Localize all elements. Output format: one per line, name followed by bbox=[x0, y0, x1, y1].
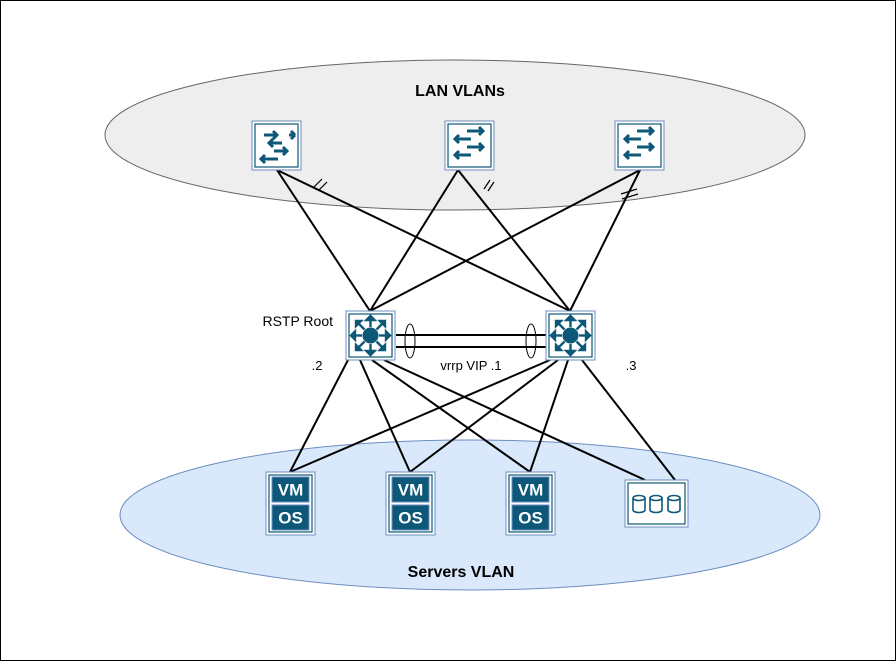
access-switch-3[interactable] bbox=[614, 120, 665, 171]
vrrp-vip-label: vrrp VIP .1 bbox=[440, 358, 501, 373]
core-switch-left[interactable] bbox=[345, 310, 396, 361]
core-switch-right[interactable] bbox=[545, 310, 596, 361]
left-core-ip-label: .2 bbox=[312, 358, 323, 373]
downlinks bbox=[289, 359, 676, 481]
os-label: OS bbox=[278, 509, 303, 528]
core-interlink bbox=[396, 334, 546, 348]
access-switch-1[interactable] bbox=[251, 120, 302, 171]
os-label: OS bbox=[518, 509, 543, 528]
vm-label: VM bbox=[518, 481, 544, 500]
rstp-root-label: RSTP Root bbox=[262, 313, 333, 329]
lan-vlans-label: LAN VLANs bbox=[415, 83, 505, 100]
access-switch-2[interactable] bbox=[444, 120, 495, 171]
os-label: OS bbox=[398, 509, 423, 528]
vm-label: VM bbox=[278, 481, 304, 500]
server-1[interactable]: VM OS bbox=[265, 471, 316, 536]
link-sw1-core-left bbox=[276, 169, 371, 312]
vm-label: VM bbox=[398, 481, 424, 500]
link-sw1-core-right bbox=[276, 169, 571, 312]
link-sw3-core-right bbox=[569, 169, 641, 312]
lag-ovals bbox=[404, 323, 537, 359]
server-3[interactable]: VM OS bbox=[505, 471, 556, 536]
link-sw2-core-right bbox=[457, 169, 571, 312]
storage-array[interactable] bbox=[624, 479, 689, 528]
link-sw2-core-left bbox=[369, 169, 459, 312]
link-sw3-core-left bbox=[369, 169, 641, 312]
blocked-port-marks bbox=[313, 178, 639, 200]
uplinks bbox=[276, 169, 641, 312]
right-core-ip-label: .3 bbox=[626, 358, 637, 373]
servers-vlan-label: Servers VLAN bbox=[408, 564, 515, 581]
server-2[interactable]: VM OS bbox=[385, 471, 436, 536]
